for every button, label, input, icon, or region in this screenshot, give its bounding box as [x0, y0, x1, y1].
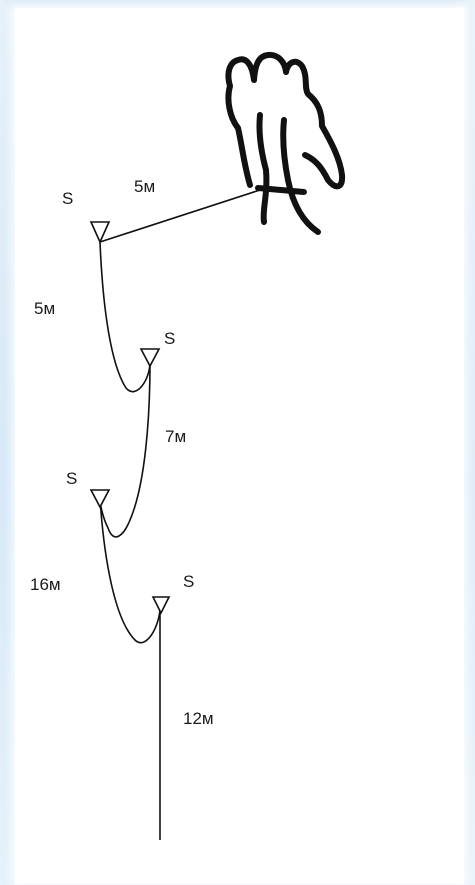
segment-length-tree-to-s1: 5м: [134, 177, 156, 196]
station-marker-3: [89, 489, 111, 509]
segment-length-s3-to-s4: 16м: [30, 575, 61, 594]
station-label-1: S: [62, 189, 74, 208]
rope-s3-to-s4: [99, 497, 161, 644]
tree-icon: [225, 51, 346, 235]
segment-length-s2-to-s3: 7м: [165, 427, 187, 446]
station-marker-2: [139, 348, 161, 368]
segment-length-s1-to-s2: 5м: [34, 299, 56, 318]
diagram-panel: [15, 8, 464, 884]
station-label-2: S: [164, 329, 176, 348]
station-marker-4: [151, 596, 171, 615]
rope-s1-to-s2: [99, 241, 151, 393]
station-marker-1: [89, 221, 111, 244]
station-label-4: S: [183, 572, 195, 591]
rope-s2-to-s3: [99, 361, 151, 538]
station-label-3: S: [66, 469, 78, 488]
rope-tree-to-s1: [99, 189, 261, 243]
rope-lines: [99, 189, 261, 840]
segment-length-s4-to-end: 12м: [183, 709, 214, 728]
